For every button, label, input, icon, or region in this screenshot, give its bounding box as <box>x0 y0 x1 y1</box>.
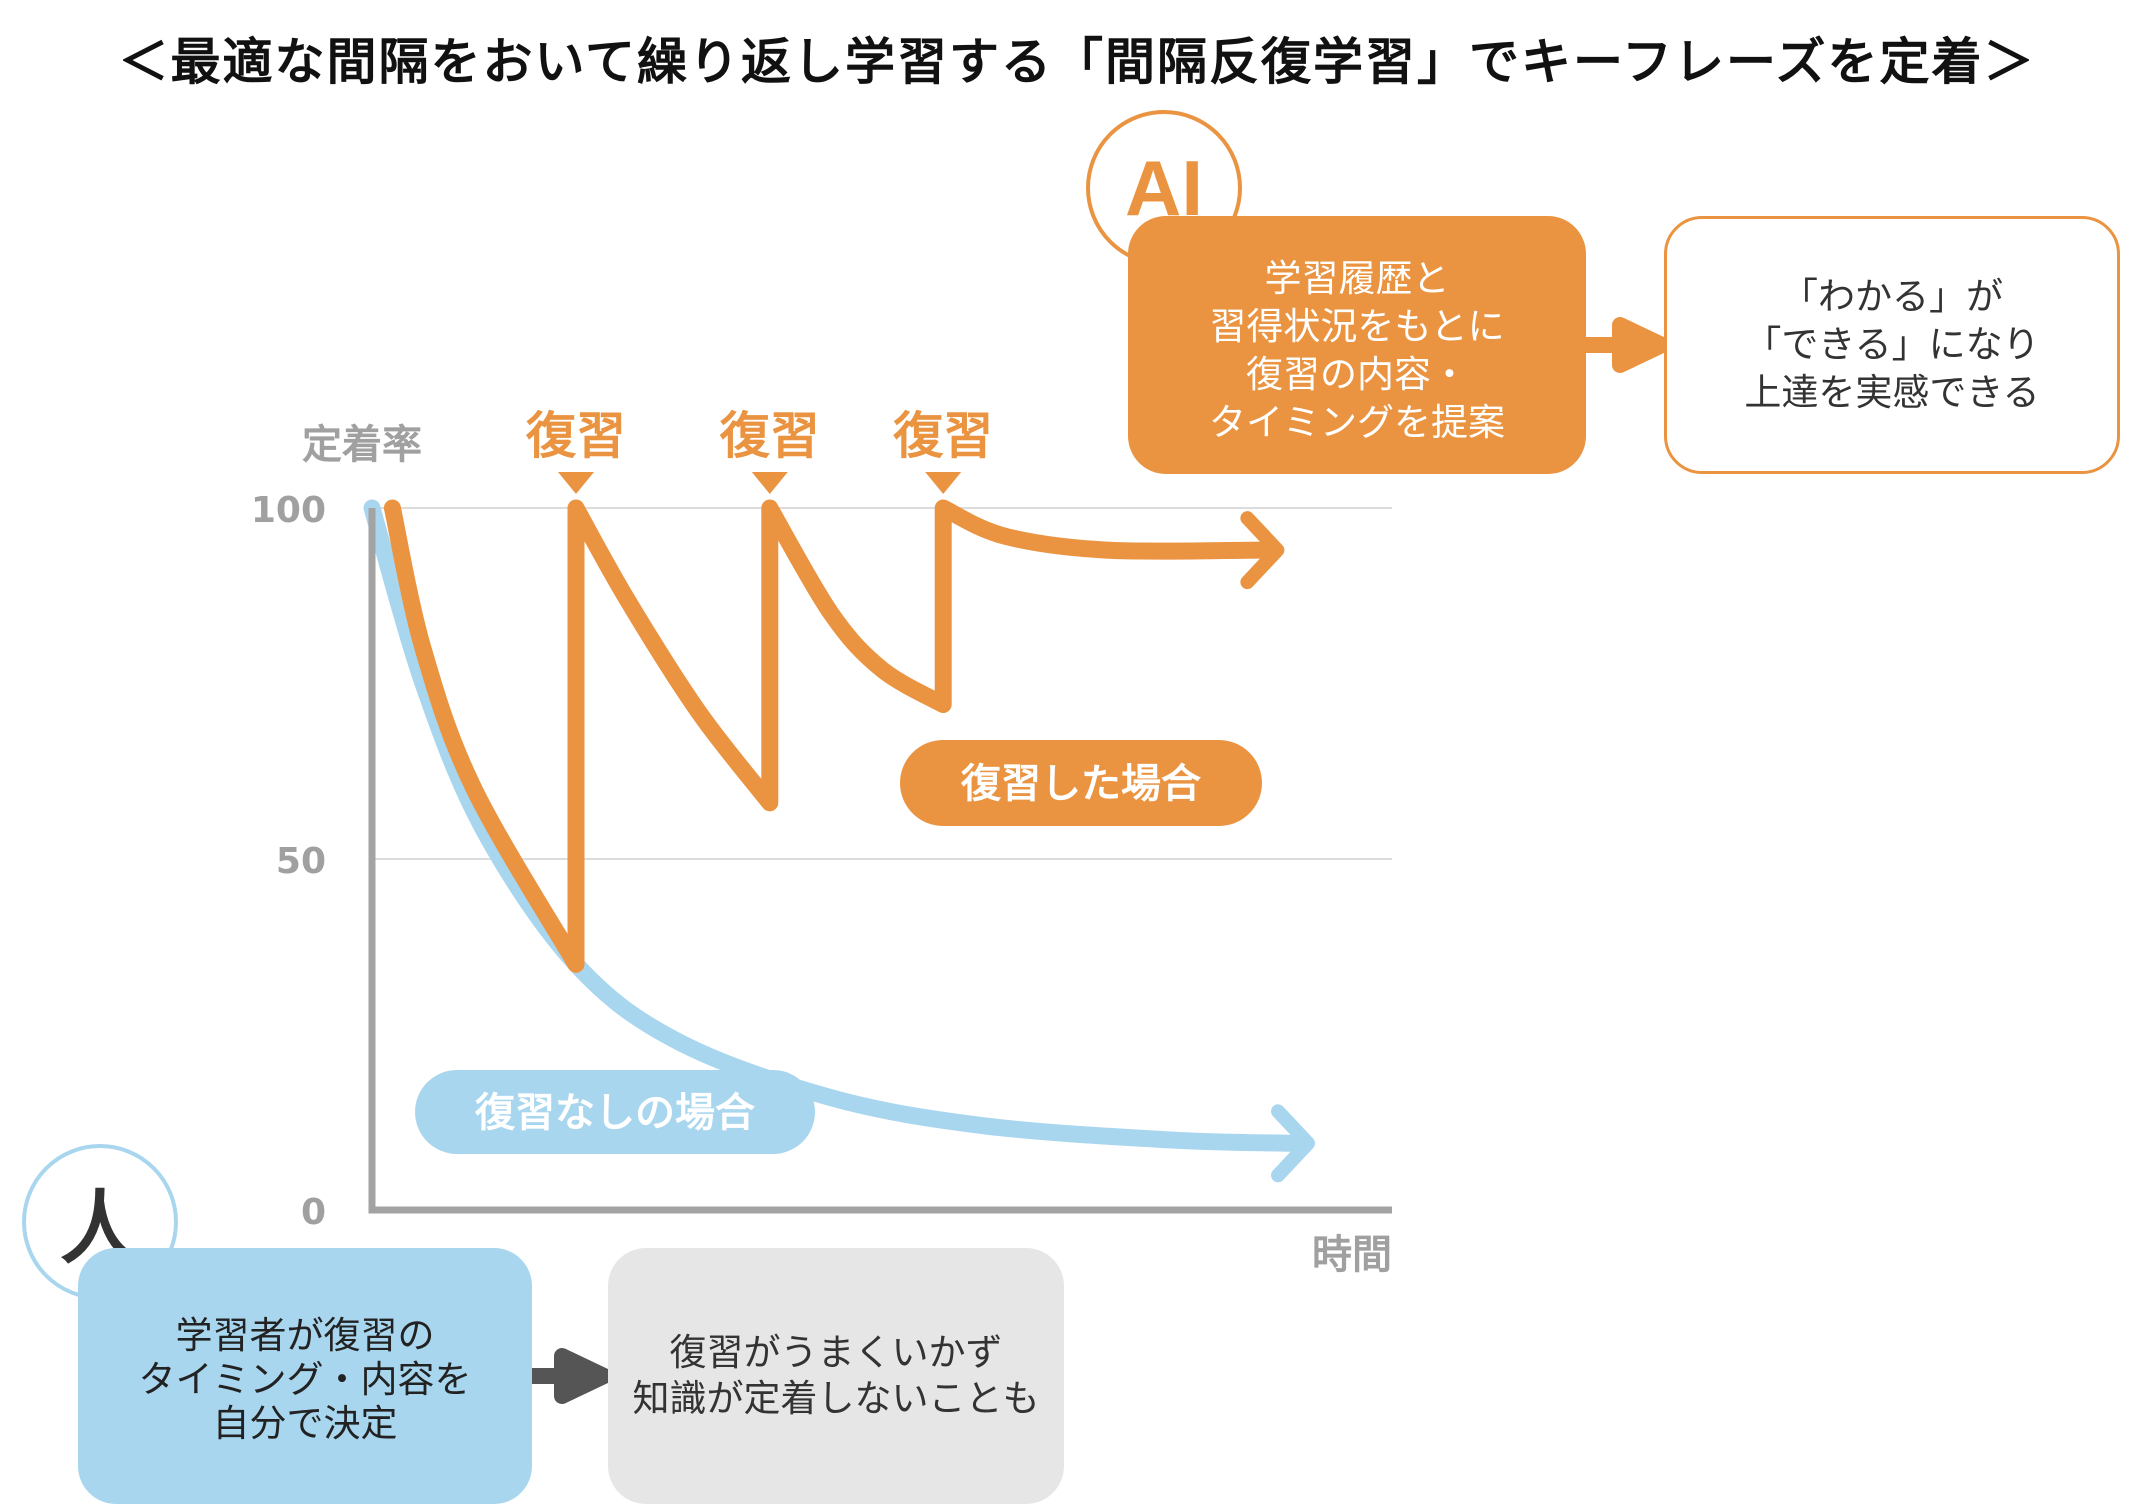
review-line <box>383 499 1268 973</box>
ai-result-box: 「わかる」が 「できる」になり 上達を実感できる <box>1664 216 2120 474</box>
triangle-down-icon <box>558 472 594 494</box>
grid-layer <box>372 507 1392 860</box>
human-result-box: 復習がうまくいかず 知識が定着しないことも <box>608 1248 1064 1504</box>
no-review-line-arrowhead <box>1271 1104 1315 1183</box>
review-marker-label: 復習 <box>892 407 993 465</box>
x-axis-label: 時間 <box>1312 1232 1392 1278</box>
review-label-pill <box>900 740 1262 826</box>
no-review-label-text: 復習なしの場合 <box>474 1090 755 1136</box>
flow-arrows <box>532 317 1670 1404</box>
arrow-right-icon <box>532 1348 612 1404</box>
triangle-down-icon <box>925 472 962 494</box>
ai-description-box: 学習履歴と 習得状況をもとに 復習の内容・ タイミングを提案 <box>1128 216 1586 474</box>
y-tick-label: 50 <box>276 841 326 882</box>
human-description-box: 学習者が復習の タイミング・内容を 自分で決定 <box>78 1248 532 1504</box>
review-marker-label: 復習 <box>719 407 820 465</box>
y-tick-label: 0 <box>301 1192 326 1233</box>
y-axis-label: 定着率 <box>302 422 422 468</box>
page-title: ＜最適な間隔をおいて繰り返し学習する「間隔反復学習」でキーフレーズを定着＞ <box>118 33 2036 91</box>
review-line-arrowhead <box>1240 511 1285 590</box>
y-tick-label: 100 <box>251 490 326 531</box>
review-label-text: 復習した場合 <box>960 761 1201 807</box>
series-layer <box>363 499 1315 1183</box>
review-marker-label: 復習 <box>525 407 626 465</box>
arrow-right-icon <box>1586 317 1670 373</box>
triangle-down-icon <box>751 472 788 494</box>
chart-axes <box>368 508 1392 1214</box>
axis-layer <box>368 508 1392 1214</box>
no-review-line <box>363 499 1299 1152</box>
no-review-label-pill <box>415 1070 815 1154</box>
